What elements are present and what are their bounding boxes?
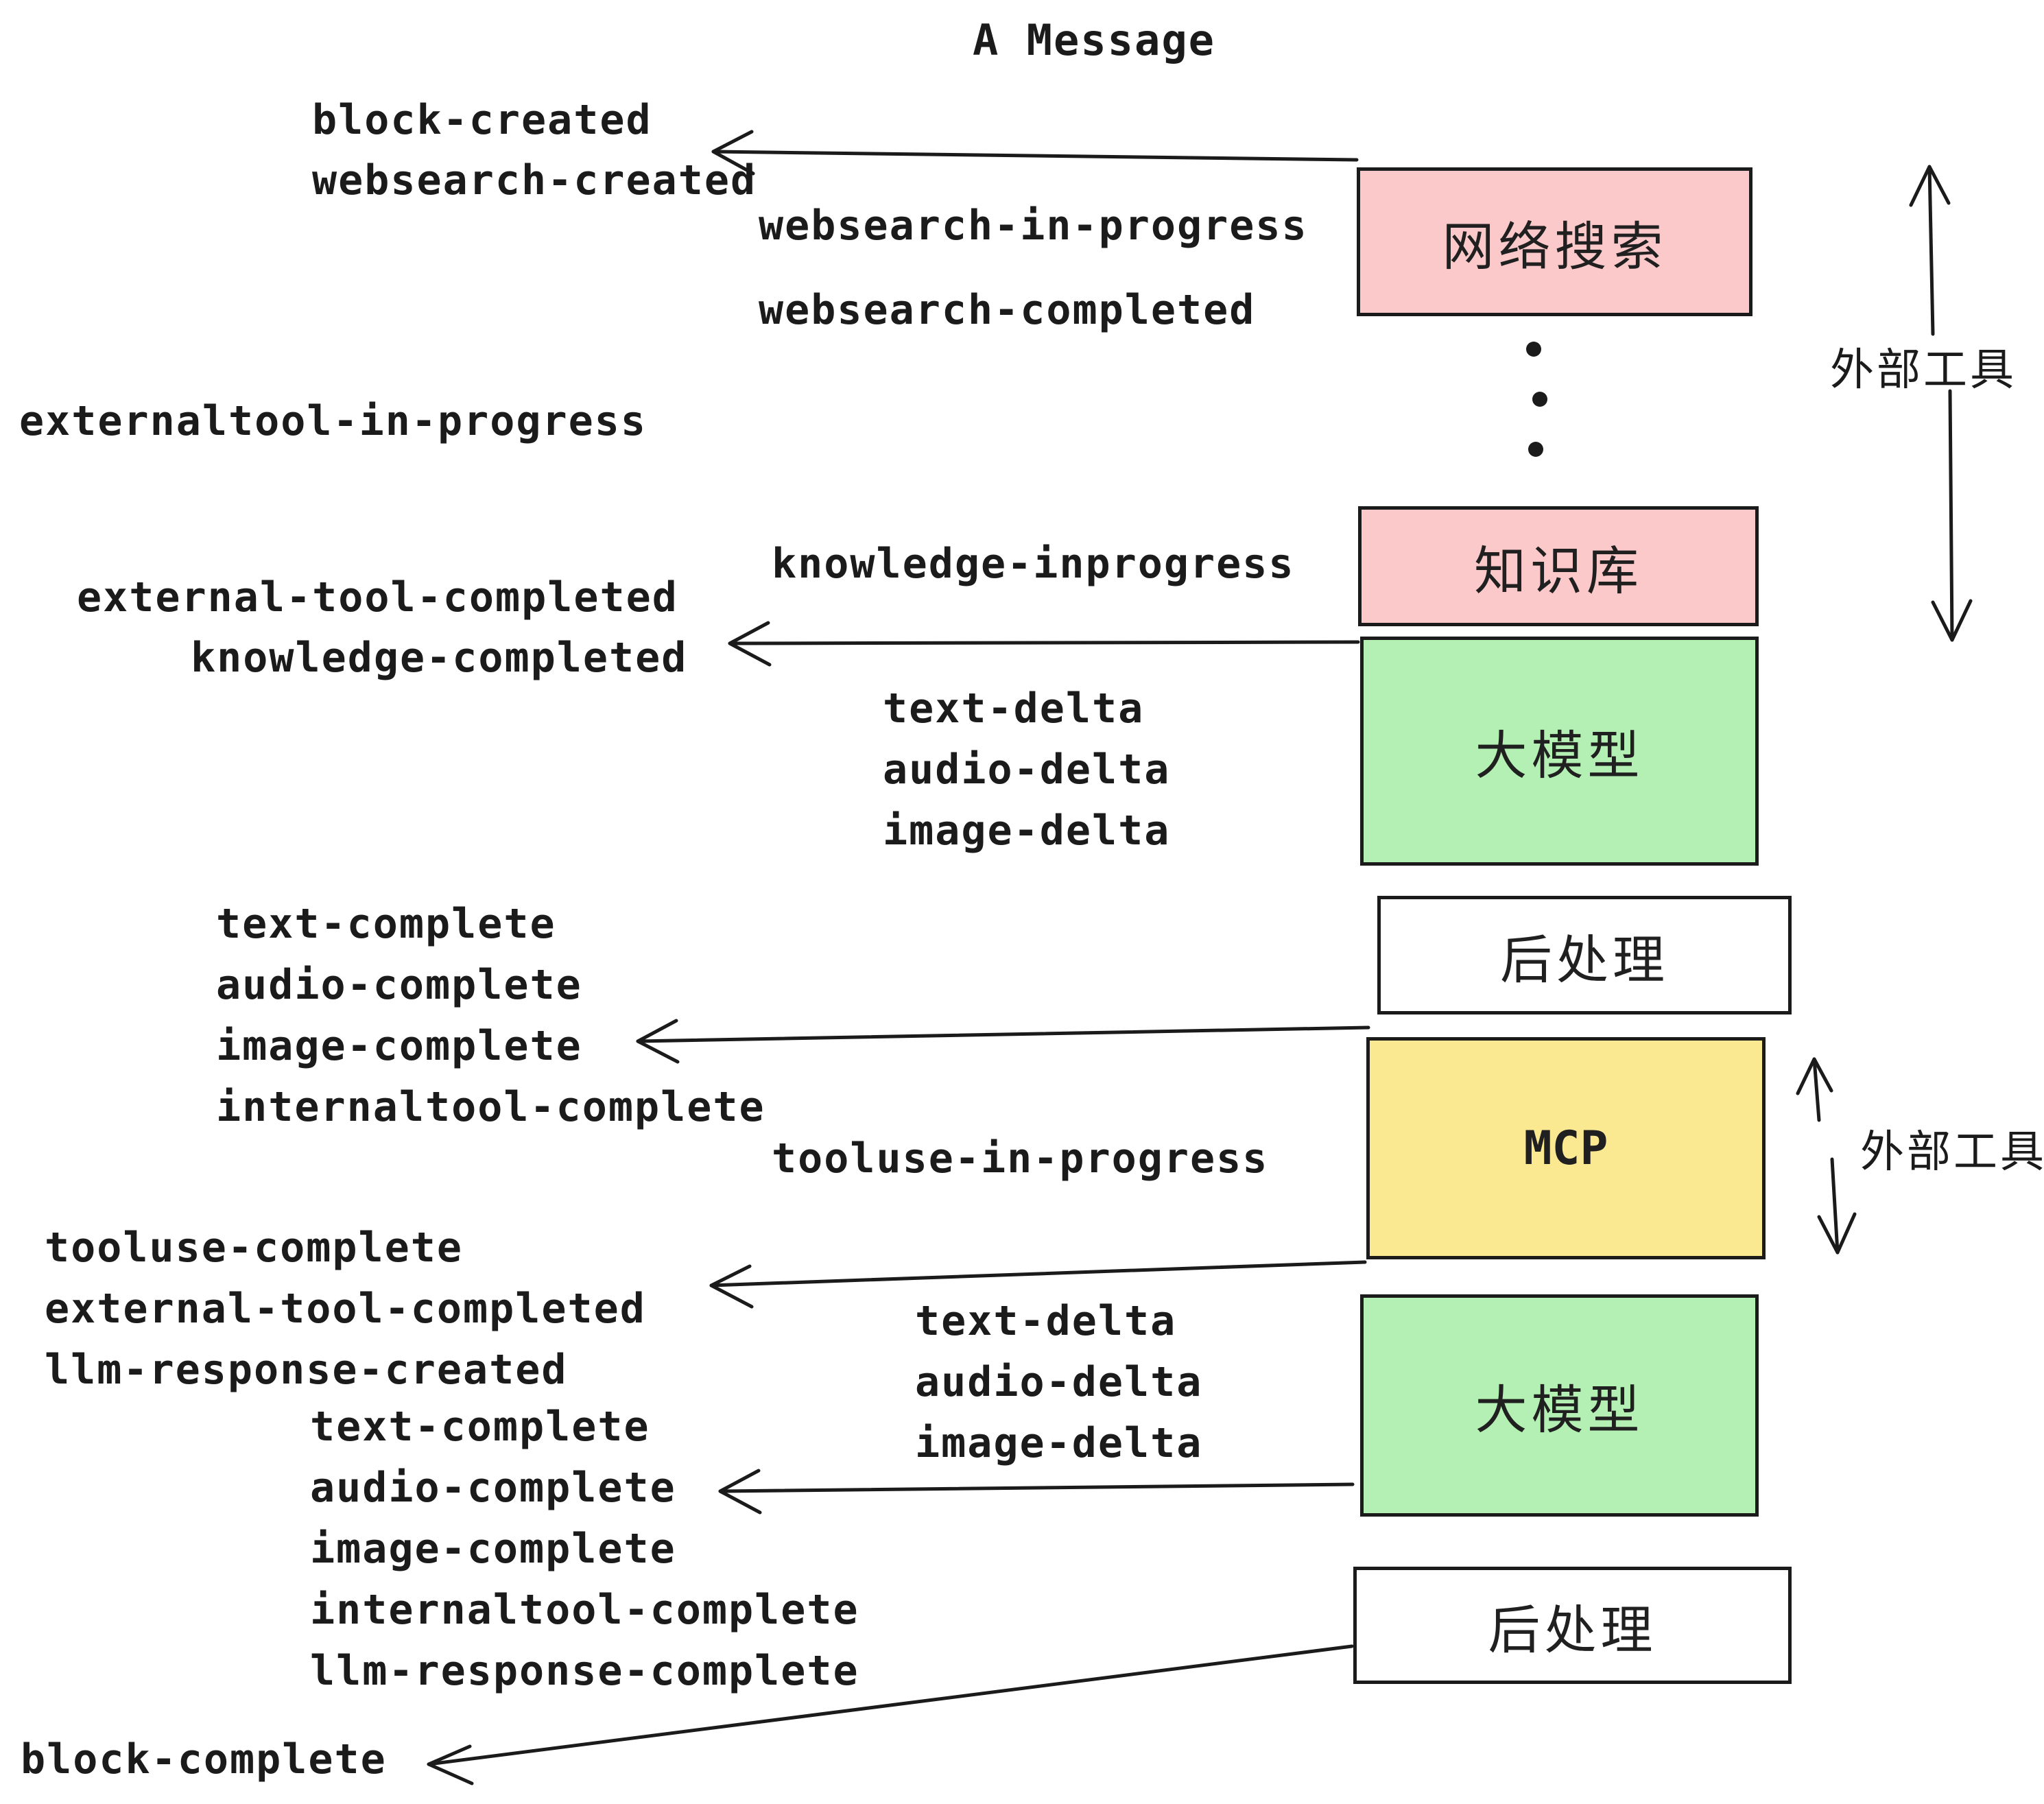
event-label-internaltool-complete-2: internaltool-complete	[310, 1586, 859, 1634]
event-label-tooluse-in-progress: tooluse-in-progress	[772, 1135, 1269, 1183]
event-label-websearch-completed: websearch-completed	[759, 286, 1256, 334]
event-label-externaltool-in-progress: externaltool-in-progress	[19, 397, 647, 445]
event-label-websearch-created: websearch-created	[312, 156, 757, 204]
event-label-text-complete-2: text-complete	[310, 1403, 650, 1451]
event-label-text-complete: text-complete	[216, 900, 556, 948]
event-label-image-delta-2: image-delta	[915, 1419, 1203, 1467]
box-postprocess-2: 后处理	[1353, 1567, 1792, 1684]
box-llm-1: 大模型	[1360, 637, 1759, 866]
event-label-audio-delta: audio-delta	[883, 746, 1171, 794]
box-websearch: 网络搜索	[1357, 167, 1752, 316]
arrow-knowledge-to-completed	[728, 621, 1360, 667]
event-label-llm-response-created: llm-response-created	[45, 1346, 568, 1394]
event-label-text-delta-2: text-delta	[915, 1297, 1177, 1345]
box-websearch-label: 网络搜索	[1442, 215, 1667, 277]
event-label-block-complete: block-complete	[21, 1735, 387, 1783]
event-label-block-created: block-created	[312, 96, 652, 144]
arrow-websearch-to-created	[711, 130, 1359, 176]
event-label-external-tool-completed: external-tool-completed	[77, 573, 678, 621]
event-label-image-delta: image-delta	[883, 807, 1171, 855]
event-label-external-tool-completed-2: external-tool-completed	[45, 1285, 646, 1333]
box-postprocess-1: 后处理	[1377, 896, 1792, 1014]
box-knowledge: 知识库	[1358, 506, 1759, 626]
box-postprocess-2-label: 后处理	[1488, 1599, 1657, 1661]
vertical-ellipsis-dots	[1526, 342, 1547, 457]
arrow-external-tools-top-up	[1909, 165, 1951, 336]
event-label-llm-response-complete: llm-response-complete	[310, 1647, 859, 1695]
event-label-knowledge-completed: knowledge-completed	[191, 634, 688, 682]
box-llm-1-label: 大模型	[1475, 725, 1644, 786]
box-llm-2-label: 大模型	[1475, 1379, 1644, 1440]
arrow-external-tools-bottom-down	[1817, 1157, 1857, 1255]
event-label-text-delta: text-delta	[883, 685, 1145, 733]
box-mcp: MCP	[1366, 1037, 1766, 1259]
side-label-external-tools-bottom: 外部工具	[1860, 1127, 2044, 1178]
event-label-internaltool-complete: internaltool-complete	[216, 1083, 765, 1131]
arrow-external-tools-bottom-up	[1796, 1057, 1833, 1122]
box-llm-2: 大模型	[1360, 1294, 1759, 1517]
event-label-knowledge-inprogress: knowledge-inprogress	[772, 540, 1295, 588]
event-label-audio-complete: audio-complete	[216, 961, 582, 1009]
diagram-title: A Message	[973, 15, 1215, 65]
event-label-image-complete-2: image-complete	[310, 1525, 676, 1573]
event-label-audio-delta-2: audio-delta	[915, 1358, 1203, 1406]
arrow-llm2-to-complete	[718, 1469, 1355, 1515]
box-mcp-label: MCP	[1523, 1121, 1608, 1176]
event-label-audio-complete-2: audio-complete	[310, 1464, 676, 1512]
side-label-external-tools-top: 外部工具	[1830, 345, 2017, 396]
arrow-postprocess1-to-complete	[636, 1019, 1370, 1064]
arrow-external-tools-top-down	[1931, 389, 1973, 642]
box-postprocess-1-label: 后处理	[1500, 929, 1669, 990]
event-label-websearch-in-progress: websearch-in-progress	[759, 202, 1308, 250]
box-knowledge-label: 知识库	[1474, 540, 1643, 602]
event-label-tooluse-complete: tooluse-complete	[45, 1224, 463, 1272]
event-label-image-complete: image-complete	[216, 1022, 582, 1070]
